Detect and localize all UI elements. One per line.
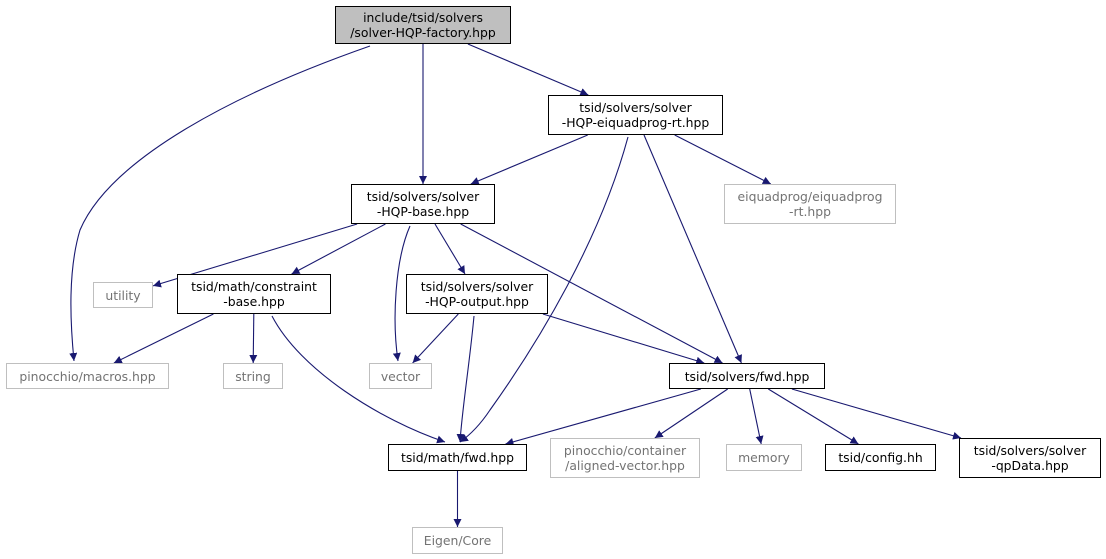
- edge-constraint-base-to-string: [249, 313, 258, 364]
- node-label: tsid/math/constraint: [191, 279, 317, 294]
- edge-eiquadprog-rt-to-solvers-fwd: [643, 134, 742, 364]
- node-label: pinocchio/macros.hpp: [19, 368, 156, 384]
- node-label: tsid/config.hh: [838, 450, 923, 465]
- node-eiquadprog-ext: eiquadprog/eiquadprog-rt.hpp: [724, 184, 896, 224]
- node-hqp-output[interactable]: tsid/solvers/solver-HQP-output.hpp: [406, 274, 548, 314]
- edge-eiquadprog-rt-to-math-fwd: [459, 136, 629, 443]
- node-label: tsid/solvers/solver: [579, 100, 692, 115]
- edge-eiquadprog-rt-to-eiquadprog-ext: [674, 134, 772, 185]
- edge-hqp-base-to-solvers-fwd: [460, 223, 723, 364]
- node-label: pinocchio/container: [563, 443, 687, 458]
- edge-hqp-base-to-constraint-base: [291, 223, 386, 275]
- node-label: -qpData.hpp: [991, 458, 1069, 473]
- node-label: utility: [105, 287, 141, 303]
- node-root[interactable]: include/tsid/solvers/solver-HQP-factory.…: [335, 6, 511, 44]
- edge-solvers-fwd-to-config: [768, 388, 859, 445]
- edge-root-to-eiquadprog-rt: [467, 43, 589, 96]
- node-hqp-base[interactable]: tsid/solvers/solver-HQP-base.hpp: [351, 184, 495, 224]
- edge-hqp-base-to-hqp-output: [434, 223, 466, 275]
- node-label: vector: [380, 368, 421, 384]
- node-label: /aligned-vector.hpp: [565, 458, 685, 473]
- edge-hqp-output-to-math-fwd: [456, 315, 475, 443]
- edge-hqp-output-to-vector: [412, 313, 459, 364]
- edge-solvers-fwd-to-memory: [749, 388, 764, 445]
- node-label: -HQP-output.hpp: [425, 294, 529, 309]
- edge-solvers-fwd-to-math-fwd: [505, 388, 701, 446]
- node-label: -HQP-eiquadprog-rt.hpp: [561, 115, 710, 130]
- node-aligned-vector: pinocchio/container/aligned-vector.hpp: [550, 438, 700, 478]
- node-label: eiquadprog/eiquadprog: [737, 189, 883, 204]
- node-math-fwd[interactable]: tsid/math/fwd.hpp: [388, 444, 527, 471]
- node-label: tsid/solvers/solver: [420, 279, 534, 294]
- node-label: tsid/solvers/solver: [973, 443, 1087, 458]
- node-qpdata[interactable]: tsid/solvers/solver-qpData.hpp: [959, 438, 1101, 478]
- node-label: string: [235, 368, 271, 384]
- node-label: include/tsid/solvers: [363, 10, 483, 25]
- node-label: -HQP-base.hpp: [376, 204, 470, 219]
- node-eiquadprog-rt[interactable]: tsid/solvers/solver-HQP-eiquadprog-rt.hp…: [548, 95, 723, 135]
- node-label: tsid/solvers/solver: [366, 189, 480, 204]
- node-memory: memory: [726, 444, 802, 471]
- node-string: string: [223, 363, 283, 389]
- node-label: tsid/solvers/fwd.hpp: [684, 368, 810, 384]
- node-label: memory: [738, 450, 790, 465]
- edge-hqp-output-to-solvers-fwd: [542, 313, 705, 365]
- edge-constraint-base-to-pinocchio-macros: [113, 313, 214, 364]
- node-pinocchio-macros: pinocchio/macros.hpp: [6, 363, 169, 389]
- node-label: -base.hpp: [223, 294, 285, 309]
- node-constraint-base[interactable]: tsid/math/constraint-base.hpp: [177, 274, 331, 314]
- node-label: Eigen/Core: [423, 533, 492, 548]
- node-vector: vector: [369, 363, 432, 389]
- edge-eiquadprog-rt-to-hqp-base: [470, 134, 588, 185]
- edge-root-to-pinocchio-macros: [69, 45, 371, 362]
- node-label: tsid/math/fwd.hpp: [400, 450, 514, 465]
- edge-solvers-fwd-to-qpdata: [791, 388, 962, 440]
- edge-solvers-fwd-to-aligned-vector: [654, 388, 729, 439]
- edge-constraint-base-to-math-fwd: [271, 315, 446, 444]
- node-label: -rt.hpp: [789, 204, 831, 219]
- node-config[interactable]: tsid/config.hh: [825, 444, 936, 471]
- node-label: /solver-HQP-factory.hpp: [350, 25, 496, 40]
- node-eigen-core: Eigen/Core: [412, 527, 503, 554]
- node-solvers-fwd[interactable]: tsid/solvers/fwd.hpp: [669, 363, 825, 389]
- node-utility: utility: [93, 282, 153, 308]
- edge-hqp-base-to-vector: [392, 225, 411, 362]
